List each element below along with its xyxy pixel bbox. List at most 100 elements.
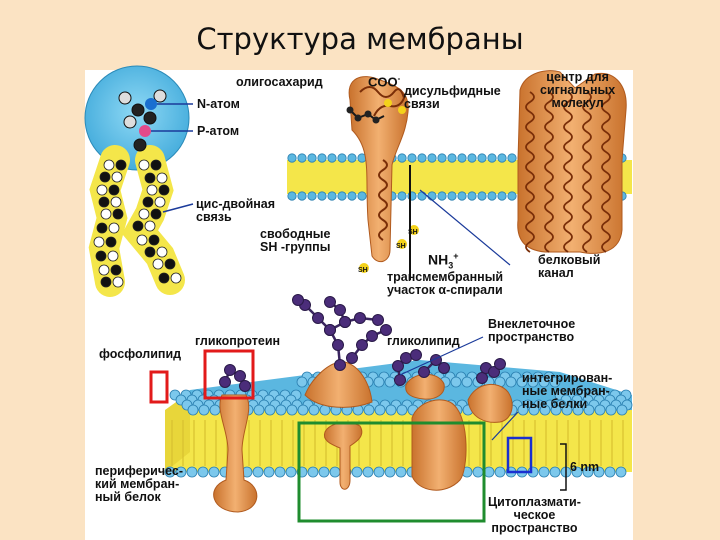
lipid-head (198, 404, 210, 416)
lipid-head (527, 376, 539, 388)
lipid-head (572, 404, 584, 416)
glycoprotein-sugar-unit (366, 330, 378, 342)
lipid-head (507, 153, 517, 163)
lipid-head (615, 466, 627, 478)
lipid-head (347, 153, 357, 163)
lipid-head (384, 376, 396, 388)
lipid-head (286, 404, 298, 416)
lipid-head (363, 404, 375, 416)
glycoprotein-sugar-unit (354, 312, 366, 324)
carbon-atom (144, 172, 156, 184)
lipid-head (297, 191, 307, 201)
lipid-head (549, 466, 561, 478)
hydrogen-atom (112, 276, 124, 288)
label-free-sh: свободные SH -группы (260, 227, 331, 254)
lipid-head (307, 191, 317, 201)
lipid-head (373, 466, 385, 478)
thickness-bracket (560, 443, 567, 491)
lipid-head (549, 376, 561, 388)
lipid-head (164, 466, 176, 478)
glycoprotein-sugar-unit (219, 376, 231, 388)
lipid-head (197, 466, 209, 478)
lipid-head (385, 404, 397, 416)
lipid-head (417, 153, 427, 163)
phospholipid-molecule (84, 65, 194, 297)
lipid-head (274, 466, 286, 478)
lipid-head (187, 404, 199, 416)
head-atom (143, 111, 157, 125)
lipid-head (467, 191, 477, 201)
lipid-head (616, 404, 628, 416)
hydrogen-atom (110, 264, 122, 276)
lipid-head (539, 404, 551, 416)
glycoprotein-sugar-unit (380, 324, 392, 336)
carbon-atom (138, 208, 150, 220)
disulfide-bond (398, 106, 406, 114)
lipid-head (397, 191, 407, 201)
lipid-head (450, 376, 462, 388)
glycolipid-sugar-unit (418, 366, 430, 378)
lipid-head (427, 191, 437, 201)
label-disulfide: дисульфидные связи (404, 84, 501, 111)
lipid-head (307, 153, 317, 163)
label-transmembrane: трансмембранный участок α-спирали (387, 270, 504, 297)
label-n-atom: N-атом (197, 97, 240, 111)
integrated-region-frame (297, 421, 486, 523)
integrated-pointer (491, 411, 519, 441)
lipid-head (357, 191, 367, 201)
glycoprotein-sugar-unit (324, 296, 336, 308)
lipid-head (329, 466, 341, 478)
nh3-subscript: 3 (448, 260, 454, 271)
lipid-head (477, 153, 487, 163)
tm-helix (378, 159, 388, 241)
integrated-protein-3 (467, 384, 513, 423)
lipid-head (605, 404, 617, 416)
lipid-head (362, 466, 374, 478)
lipid-head (252, 466, 264, 478)
lipid-head (373, 376, 385, 388)
lipid-head (208, 466, 220, 478)
glycoprotein-sugar-unit (334, 359, 346, 371)
lipid-head (397, 153, 407, 163)
lipid-head (427, 153, 437, 163)
glycolipid-sugar-unit (400, 352, 412, 364)
hydrogen-atom (154, 196, 166, 208)
lipid-head (517, 404, 529, 416)
carbon-atom (100, 276, 112, 288)
alpha-helix (582, 91, 592, 253)
glycoprotein-sugar-unit (234, 370, 246, 382)
glycoprotein-sugar-link (329, 316, 379, 332)
nh3-text: NH (428, 251, 449, 268)
label-peripheral-protein: периферичес- кий мембран- ный белок (95, 464, 184, 504)
hydrogen-atom (164, 258, 176, 270)
lipid-head (487, 191, 497, 201)
lipid-head (317, 191, 327, 201)
hydrogen-atom (115, 159, 127, 171)
head-atom (123, 115, 137, 129)
glycolipid-sugar-unit (494, 358, 506, 370)
sulfhydryl-group (409, 225, 419, 235)
lipid-head (487, 153, 497, 163)
label-sh-1: SH (408, 229, 418, 236)
coo-text: COO (368, 74, 398, 90)
alpha-helix (525, 91, 535, 253)
label-integrated-proteins: интегрирован- ные мембран- ные белки (522, 371, 613, 411)
head-atom (131, 103, 145, 117)
sulfhydryl-group (359, 263, 369, 273)
lipid-head (347, 191, 357, 201)
glycolipid-sugar-unit (438, 362, 450, 374)
carbon-atom (142, 196, 154, 208)
lipid-head (447, 153, 457, 163)
glycoprotein-sugar-unit (346, 352, 358, 364)
hydrogen-atom (144, 220, 156, 232)
lipid-head (337, 191, 347, 201)
hydrogen-atom (156, 172, 168, 184)
lipid-head (507, 191, 517, 201)
label-cis-double-bond: цис-двойная связь (196, 197, 276, 224)
lipid-head (472, 466, 484, 478)
label-glycoprotein: гликопротеин (195, 334, 281, 348)
carbon-atom (138, 159, 150, 171)
label-phospholipid: фосфолипид (99, 347, 182, 361)
integrated-protein-2 (411, 399, 467, 491)
